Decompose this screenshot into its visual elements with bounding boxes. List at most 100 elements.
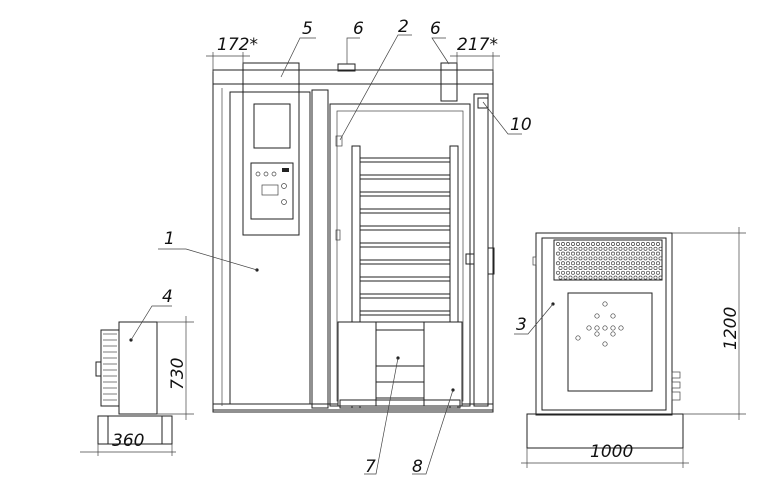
grille-hole: [556, 270, 560, 275]
grille-hole: [626, 242, 630, 246]
grille-hole: [606, 242, 610, 246]
grille-hole: [561, 251, 565, 256]
grille-hole: [613, 256, 618, 261]
grille-hole: [643, 256, 648, 261]
grille-hole: [591, 261, 595, 266]
door-latch: [465, 253, 475, 265]
grille-hole: [571, 242, 575, 246]
grille-hole: [636, 242, 640, 246]
grille-hole: [563, 246, 568, 251]
grille-hole: [601, 242, 605, 246]
callout-8: 8: [412, 457, 423, 477]
dim-aux-width: 360: [112, 431, 144, 451]
grille-hole: [563, 275, 568, 280]
grille-hole: [581, 261, 585, 266]
keypad-button-4: [281, 183, 287, 189]
aux-knob: [95, 361, 102, 377]
grille-hole: [593, 256, 598, 261]
rack-tray: [359, 242, 451, 248]
grille-hole: [571, 270, 575, 275]
grille-hole: [643, 266, 648, 270]
callout-5: 5: [302, 19, 313, 39]
grille-hole: [633, 275, 638, 280]
grille-hole: [588, 275, 593, 280]
grille-hole: [598, 246, 603, 251]
grille-hole: [613, 266, 618, 270]
grille-hole: [558, 246, 563, 251]
grille-hole: [603, 275, 608, 280]
grille-hole: [626, 270, 630, 275]
grille-hole: [633, 246, 638, 251]
keypad-button-1: [255, 171, 261, 177]
grille-hole: [568, 246, 573, 251]
panel-hole: [618, 325, 624, 331]
grille-hole: [598, 275, 603, 280]
panel-hole: [602, 301, 608, 307]
grille-hole: [601, 261, 605, 266]
grille-hole: [623, 266, 628, 270]
grille-hole: [608, 275, 613, 280]
grille-hole: [558, 266, 563, 270]
grille-hole: [591, 251, 595, 256]
trolley-center: [375, 321, 425, 407]
grille-hole: [578, 256, 583, 261]
top-module-6: [337, 63, 356, 72]
panel-hole: [575, 335, 581, 341]
grille-hole: [588, 266, 593, 270]
grille-hole: [656, 251, 660, 256]
dim-unit-width: 1000: [590, 442, 633, 462]
panel-hole: [610, 313, 616, 319]
grille-hole: [561, 270, 565, 275]
grille-hole: [576, 242, 580, 246]
unit3-inner: [541, 237, 667, 411]
grille-hole: [561, 242, 565, 246]
grille-hole: [601, 251, 605, 256]
grille-hole: [618, 256, 623, 261]
grille-hole: [648, 246, 653, 251]
grille-hole: [596, 270, 600, 275]
grille-hole: [651, 251, 655, 256]
grille-hole: [598, 256, 603, 261]
dim-unit-height: 1200: [721, 307, 741, 350]
rack-tray: [359, 259, 451, 265]
rack-tray: [359, 208, 451, 214]
grille-hole: [653, 266, 658, 270]
grille-hole: [648, 256, 653, 261]
sensor-2: [335, 135, 343, 147]
grille-hole: [578, 246, 583, 251]
trolley-floor: [339, 399, 461, 409]
dim-aux-height: 730: [168, 358, 188, 390]
grille-hole: [576, 251, 580, 256]
grille-hole: [561, 261, 565, 266]
grille-hole: [603, 266, 608, 270]
grille-hole: [648, 266, 653, 270]
grille-hole: [613, 275, 618, 280]
callout-3: 3: [516, 315, 527, 335]
grille-hole: [593, 246, 598, 251]
cabinet-body: [212, 83, 494, 411]
grille-hole: [641, 261, 645, 266]
grille-hole: [631, 242, 635, 246]
grille-hole: [646, 270, 650, 275]
grille-hole: [603, 256, 608, 261]
aux-unit-4: [95, 321, 173, 445]
grille-hole: [588, 256, 593, 261]
grille-hole: [581, 251, 585, 256]
grille-hole: [618, 275, 623, 280]
grille-hole: [628, 275, 633, 280]
grille-hole: [603, 246, 608, 251]
grille-hole: [638, 266, 643, 270]
callout-6-top: 6: [353, 19, 364, 39]
panel-hole: [594, 325, 600, 331]
grille-hole: [566, 261, 570, 266]
grille-hole: [581, 242, 585, 246]
grille-hole: [578, 266, 583, 270]
grille-hole: [658, 275, 663, 280]
grille-hole: [616, 261, 620, 266]
grille-hole: [658, 256, 663, 261]
side-module-6: [440, 62, 458, 102]
grille-hole: [611, 251, 615, 256]
grille-hole: [586, 251, 590, 256]
grille-hole: [581, 270, 585, 275]
